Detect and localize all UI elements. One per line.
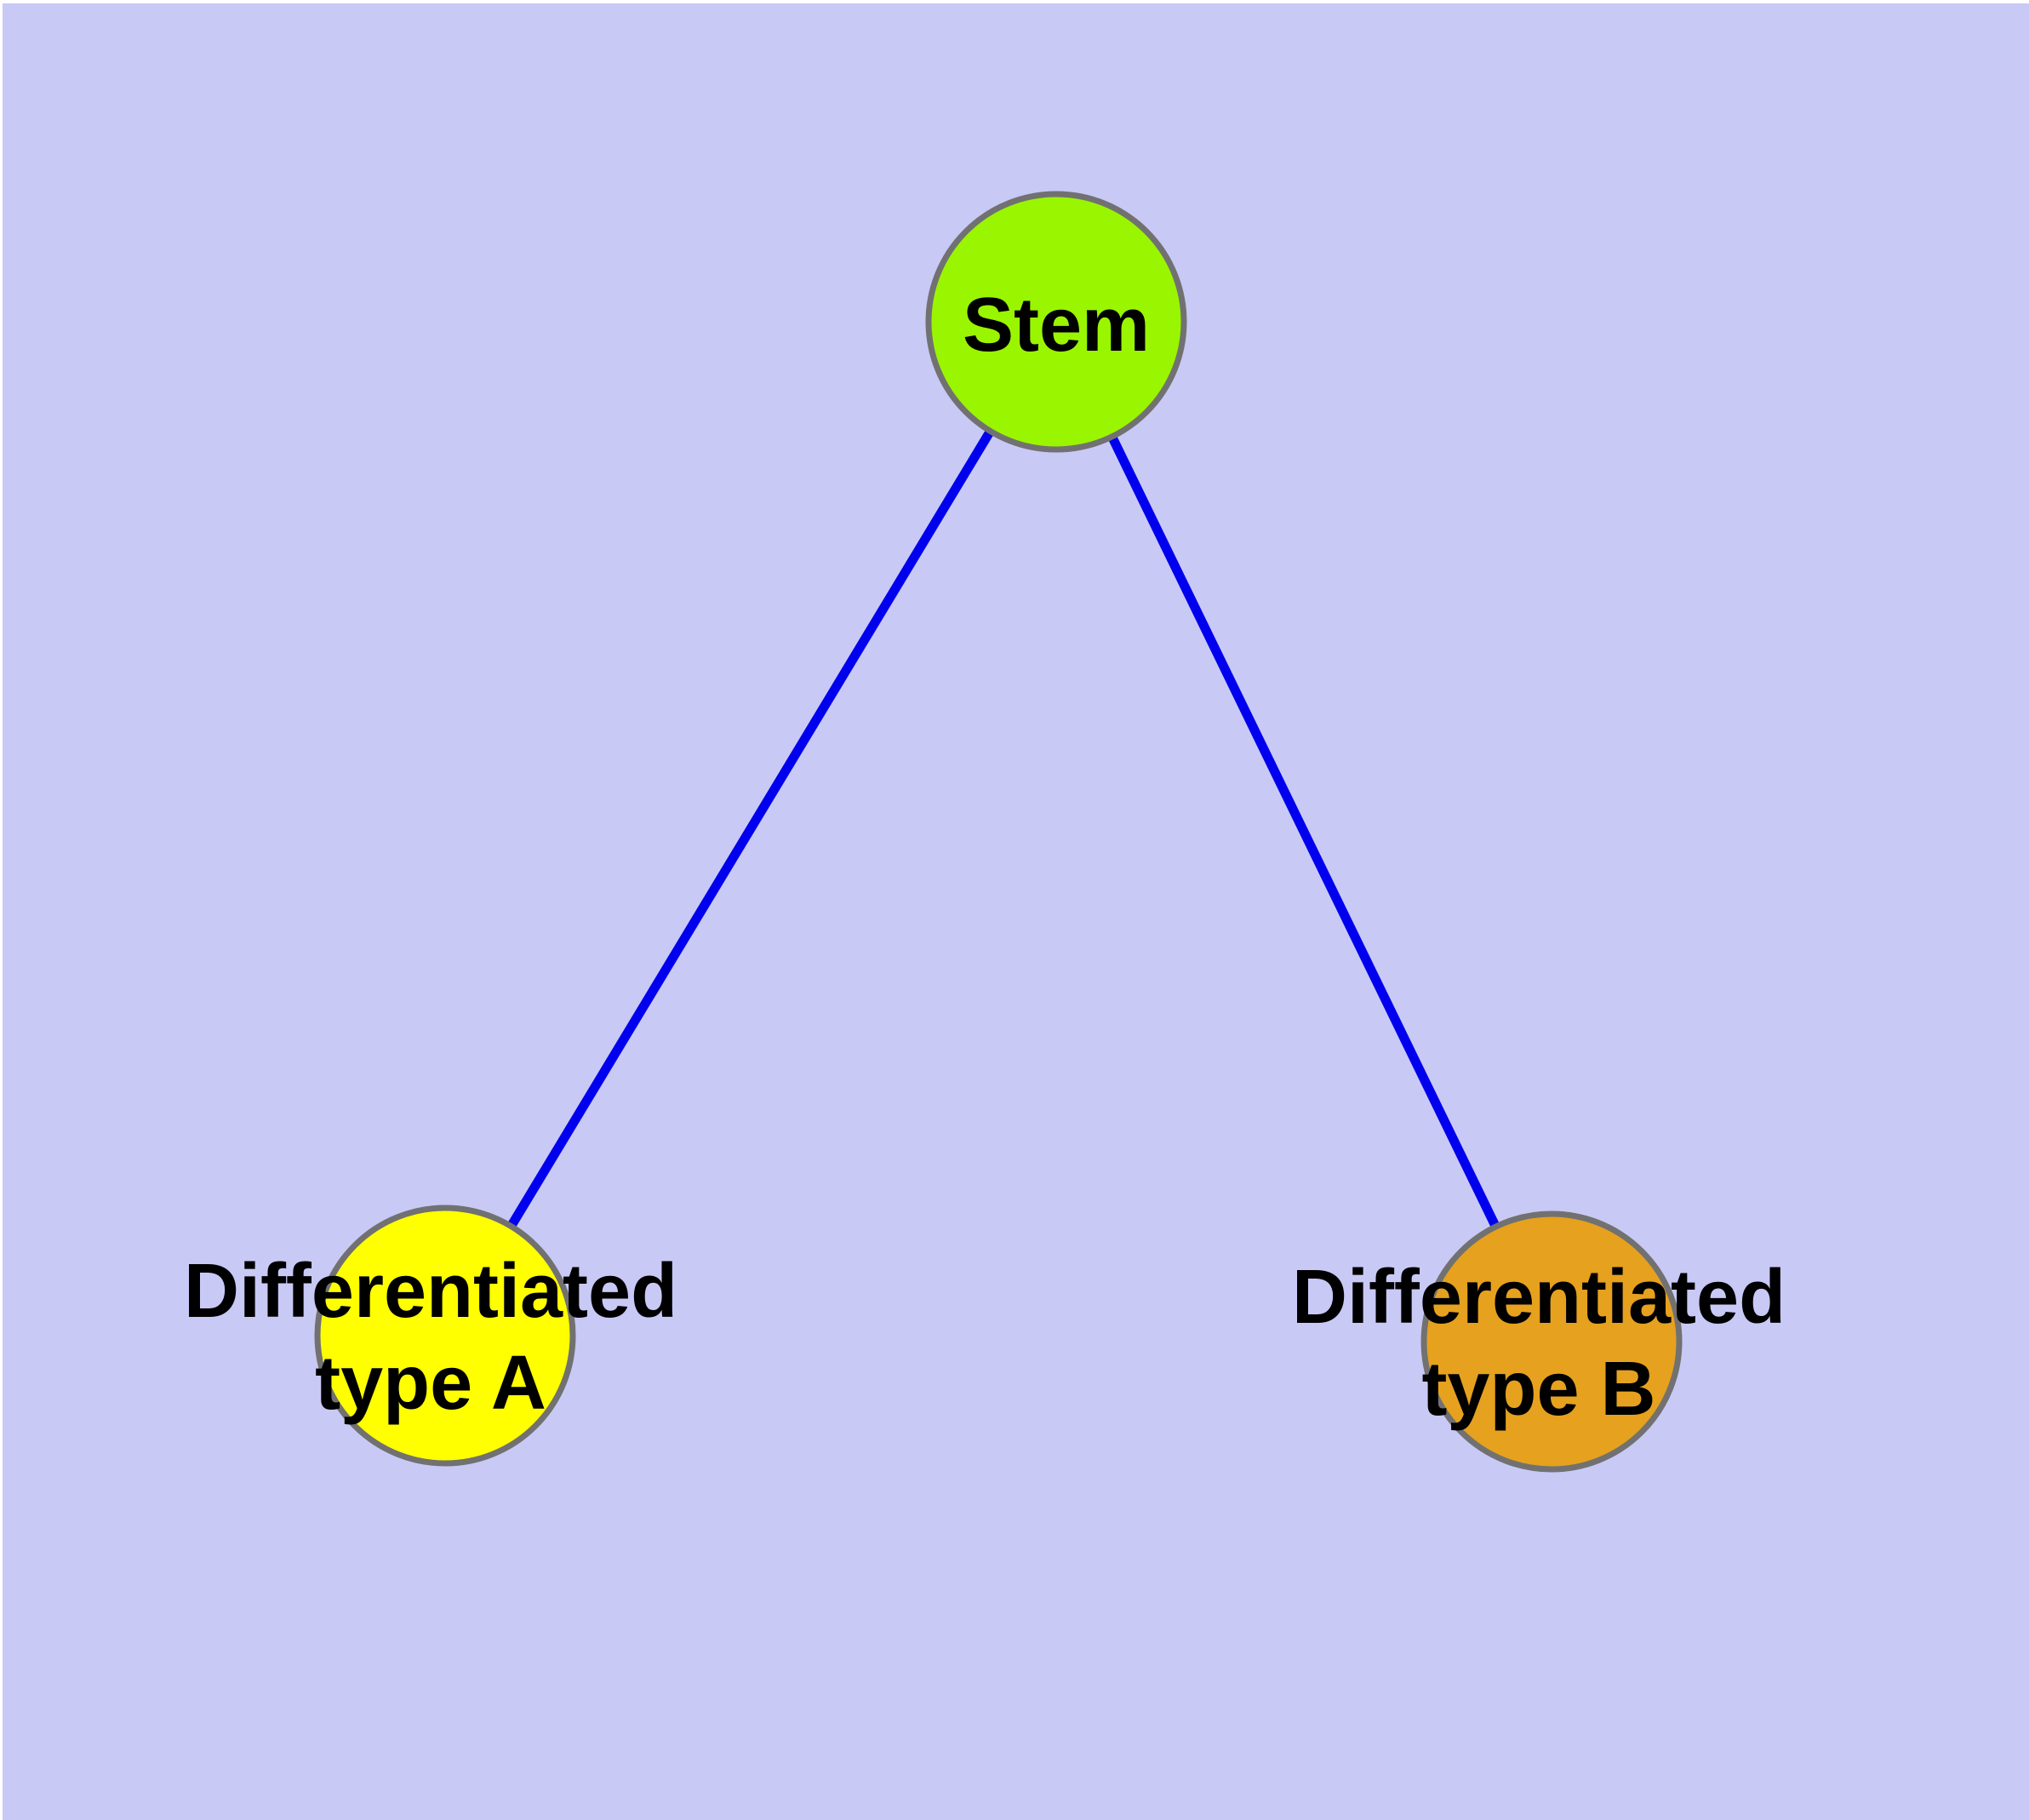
node-stem-label: Stem — [962, 283, 1151, 368]
node-type-a-label-line-2: type A — [315, 1341, 546, 1426]
node-type-a-label: Differentiated type A — [184, 1245, 677, 1429]
node-stem — [925, 191, 1187, 453]
node-differentiated-type-a — [314, 1205, 576, 1467]
edge-stem-to-type-b — [1052, 319, 1556, 1344]
graph-svg-layer — [314, 191, 1683, 1473]
node-differentiated-type-b — [1420, 1210, 1683, 1473]
node-type-b-label: Differentiated type B — [1292, 1251, 1786, 1435]
nodes-layer — [314, 191, 1683, 1473]
node-type-a-label-line-1: Differentiated — [183, 1249, 678, 1334]
node-type-b-label-line-2: type B — [1421, 1347, 1656, 1432]
graph-canvas: Stem Differentiated type A Differentiate… — [3, 3, 2029, 1820]
node-type-b-label-line-1: Differentiated — [1291, 1255, 1786, 1340]
edge-stem-to-type-a — [441, 319, 1060, 1338]
edges-layer — [441, 319, 1556, 1344]
